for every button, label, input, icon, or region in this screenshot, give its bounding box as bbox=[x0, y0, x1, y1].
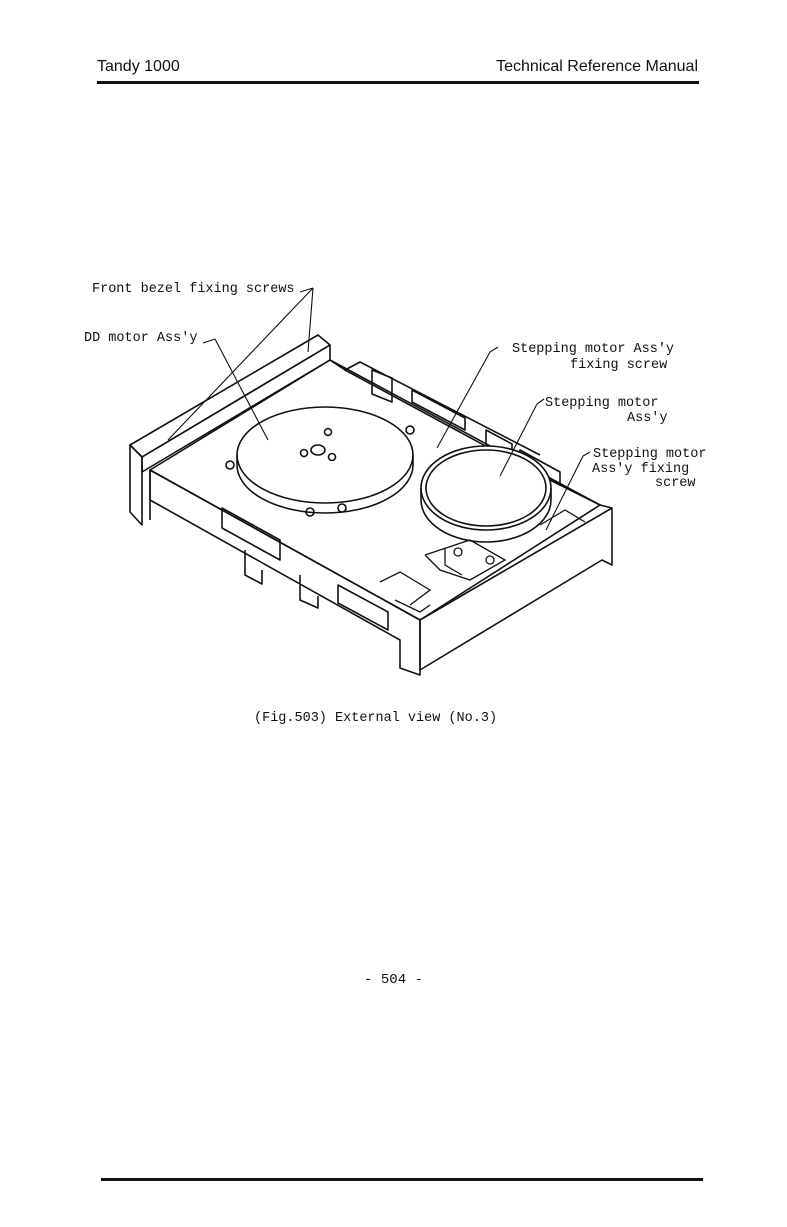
label-stepping-motor-fixing-line2: Ass'y fixing bbox=[592, 462, 689, 477]
figure-caption: (Fig.503) External view (No.3) bbox=[254, 711, 497, 726]
footer-rule bbox=[101, 1178, 703, 1181]
label-stepping-motor-fixing-line3: screw bbox=[655, 476, 696, 491]
dd-motor-disk bbox=[226, 407, 414, 516]
label-stepping-motor-fixing-line1: Stepping motor bbox=[593, 447, 706, 462]
page-number: - 504 - bbox=[0, 972, 787, 988]
stepping-motor-disk bbox=[421, 446, 551, 542]
label-stepping-motor-line2: Ass'y bbox=[627, 411, 668, 426]
label-stepping-motor-screw-line2: fixing screw bbox=[570, 358, 667, 373]
label-stepping-motor-line1: Stepping motor bbox=[545, 396, 658, 411]
chassis-front-wall bbox=[150, 470, 420, 675]
label-dd-motor: DD motor Ass'y bbox=[84, 331, 197, 346]
chassis-side-wall bbox=[420, 508, 612, 670]
label-front-bezel-fixing-screws: Front bezel fixing screws bbox=[92, 282, 295, 297]
label-stepping-motor-screw-line1: Stepping motor Ass'y bbox=[512, 342, 674, 357]
